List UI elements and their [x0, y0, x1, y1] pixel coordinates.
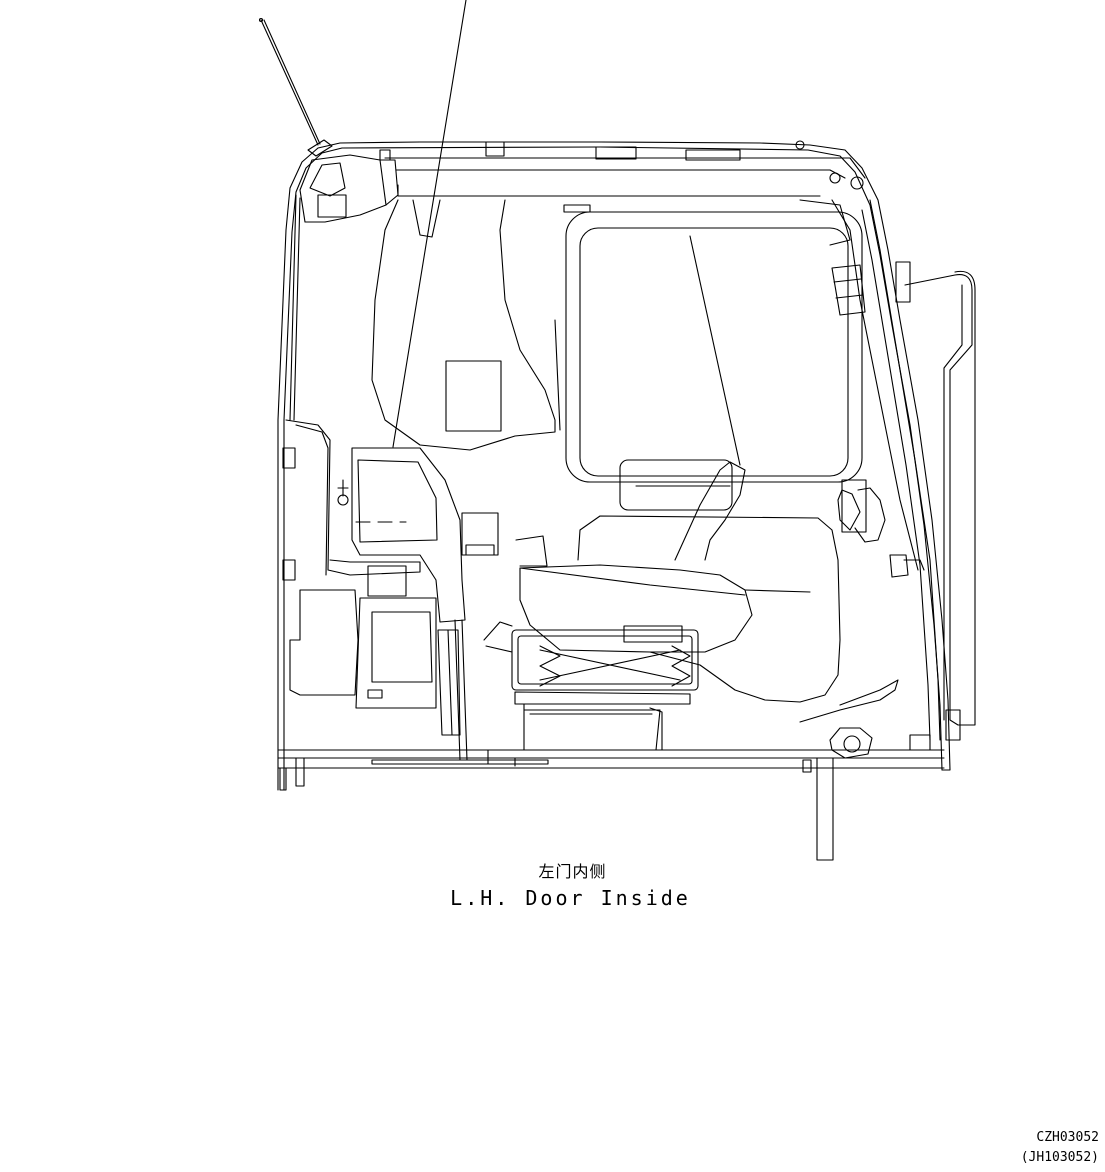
console: [338, 448, 498, 622]
left-panel: [283, 420, 436, 708]
reference-code-primary: CZH03052: [1036, 1130, 1099, 1145]
door-pillar: [438, 620, 467, 760]
base-box: [368, 690, 662, 750]
top-left-housing: [300, 155, 398, 222]
ladder: [832, 265, 866, 532]
right-handrail: [896, 262, 975, 740]
base-rails: [280, 735, 930, 860]
rear-panel: [372, 200, 590, 450]
window-frame: [566, 200, 862, 482]
reference-code-secondary: (JH103052): [1020, 1150, 1099, 1165]
leader-line: [393, 0, 466, 447]
caption-english: L.H. Door Inside: [450, 886, 691, 910]
antenna: [260, 19, 333, 157]
right-glass: [832, 200, 940, 740]
seat: [516, 460, 840, 702]
top-rail: [380, 141, 865, 196]
seat-suspension: [484, 622, 698, 704]
foot-pedals: [800, 488, 924, 758]
caption-chinese: 左门内侧: [538, 862, 607, 881]
